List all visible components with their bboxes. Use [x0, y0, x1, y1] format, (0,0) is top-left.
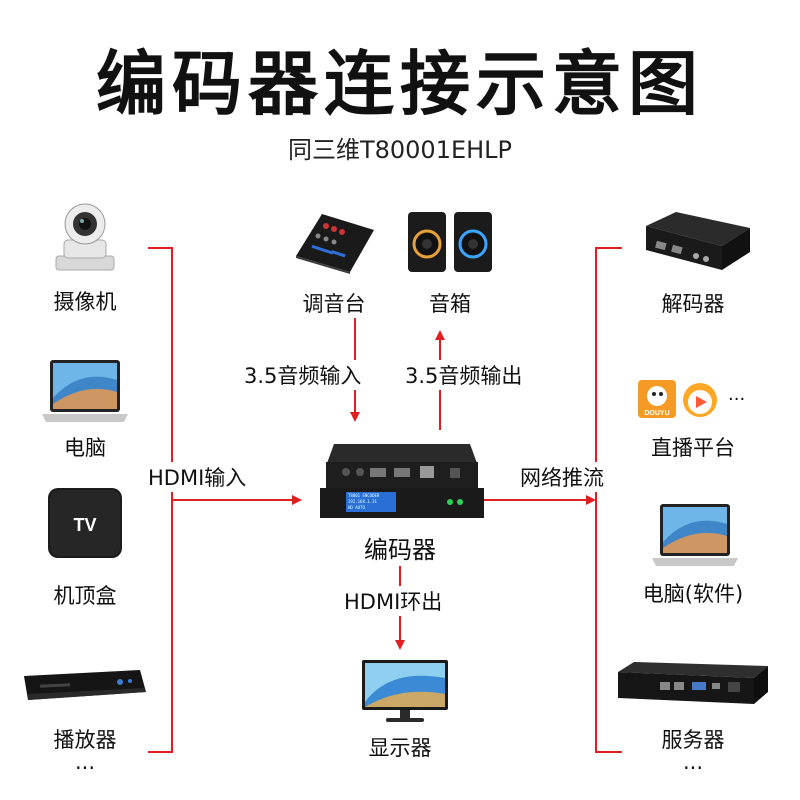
platform-logo-text: DOUYU	[644, 410, 669, 417]
page-subtitle: 同三维T80001EHLP	[287, 136, 513, 164]
monitor-icon	[360, 658, 450, 726]
encoder-screen-line1: T8001 ENCODER	[348, 493, 380, 498]
platform-icon: DOUYU	[636, 378, 726, 420]
output-label-laptop-software: 电脑(软件)	[642, 582, 744, 606]
top-label-mixer: 调音台	[302, 292, 366, 316]
laptop-icon	[40, 358, 130, 426]
output-bracket-line	[595, 247, 622, 753]
player-icon	[20, 666, 148, 706]
output-label-decoder: 解码器	[661, 292, 725, 316]
audio-out-label: 3.5音频输出	[405, 360, 523, 390]
bottom-label-monitor: 显示器	[368, 736, 432, 760]
decoder-icon	[636, 206, 752, 276]
inputs-more: ...	[74, 750, 96, 774]
mixer-icon	[292, 208, 376, 274]
input-label-player: 播放器	[53, 728, 117, 752]
output-label-server: 服务器	[661, 728, 725, 752]
network-push-label: 网络推流	[520, 462, 604, 492]
top-label-speaker: 音箱	[429, 292, 471, 316]
platform-more: ...	[728, 384, 746, 405]
outputs-more: ...	[682, 750, 704, 774]
speaker-icon	[404, 208, 496, 274]
audio-in-label: 3.5音频输入	[244, 360, 362, 390]
tv-box-text: TV	[73, 515, 96, 535]
output-label-platform: 直播平台	[651, 436, 735, 460]
page-title: 编码器连接示意图	[96, 43, 704, 125]
input-label-laptop: 电脑	[64, 436, 106, 460]
tv-box-icon: TV	[46, 486, 124, 560]
hdmi-out-label: HDMI环出	[344, 586, 443, 616]
encoder-device-icon: T8001 ENCODER 192.168.1.31 HD AUTO	[320, 440, 484, 522]
input-bracket-line	[148, 247, 173, 753]
laptop-software-icon	[650, 502, 740, 570]
input-label-tvbox: 机顶盒	[53, 584, 117, 608]
encoder-screen-line3: HD AUTO	[348, 505, 365, 510]
input-label-camera: 摄像机	[53, 290, 117, 314]
camera-icon	[50, 200, 120, 274]
hdmi-in-label: HDMI输入	[148, 462, 247, 492]
encoder-screen-line2: 192.168.1.31	[348, 499, 377, 504]
server-icon	[614, 660, 770, 706]
encoder-label: 编码器	[364, 536, 436, 564]
